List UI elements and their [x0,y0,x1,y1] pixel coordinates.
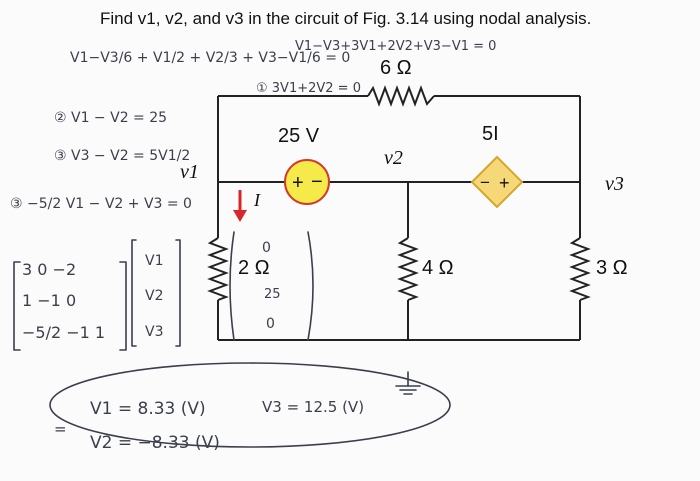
matrix-row-1: 3 0 −2 [22,260,76,279]
rhs-right-paren [307,231,314,341]
vector-v2: V2 [145,288,163,304]
vector-v3: V3 [145,324,163,340]
voltage-source-25v [284,159,330,205]
answer-v2: V2 = −8.33 (V) [90,433,220,453]
resistor-3-label: 3 Ω [596,257,628,279]
answer-loop [49,362,451,448]
handwritten-eq-kcl: V1−V3/6 + V1/2 + V2/3 + V3−V1/6 = 0 [70,50,350,66]
answer-v1: V1 = 8.33 (V) [90,399,206,419]
answer-eq-sign: = [54,420,67,438]
vector-left-bracket [131,239,137,347]
problem-statement: Find v1, v2, and v3 in the circuit of Fi… [100,9,591,28]
current-label: I [253,190,261,210]
matrix-left-bracket [13,261,21,351]
node-v3-label: v3 [605,173,624,195]
resistor-4-ohm [397,237,419,301]
rhs-zero: 0 [262,240,271,256]
resistor-2-label: 2 Ω [238,257,270,279]
current-arrow-head [233,210,247,222]
resistor-6-ohm [367,85,435,107]
rhs-0: 0 [266,316,275,332]
dep-minus-sign: − [480,173,490,192]
voltage-source-label: 25 V [278,125,320,147]
handwritten-eq-3b: ③ −5/2 V1 − V2 + V3 = 0 [10,196,192,212]
source-minus-sign: − [311,171,323,193]
dependent-source [470,155,524,209]
handwritten-eq-2: ② V1 − V2 = 25 [54,110,167,126]
vector-right-bracket [175,239,181,347]
rhs-25: 25 [264,287,281,302]
handwritten-eq-1: ① 3V1+2V2 = 0 [256,81,361,96]
dependent-source-label: 5I [482,123,499,145]
dep-plus-sign: + [499,173,510,193]
answer-v3: V3 = 12.5 (V) [262,398,364,416]
resistor-4-label: 4 Ω [422,257,454,279]
matrix-row-3: −5/2 −1 1 [22,323,105,342]
node-v1-label: v1 [180,161,199,183]
vector-v1: V1 [145,253,163,269]
rhs-left-paren [229,231,235,341]
node-v2-label: v2 [384,147,403,169]
handwritten-eq-3: ③ V3 − V2 = 5V1/2 [54,148,190,164]
resistor-2-ohm [207,237,229,301]
resistor-3-ohm [569,237,591,301]
matrix-right-bracket [119,261,127,351]
handwritten-eq-simplified: V1−V3+3V1+2V2+V3−V1 = 0 [295,39,496,54]
matrix-row-2: 1 −1 0 [22,291,76,310]
resistor-6-label: 6 Ω [380,57,412,79]
source-plus-sign: + [292,172,304,194]
